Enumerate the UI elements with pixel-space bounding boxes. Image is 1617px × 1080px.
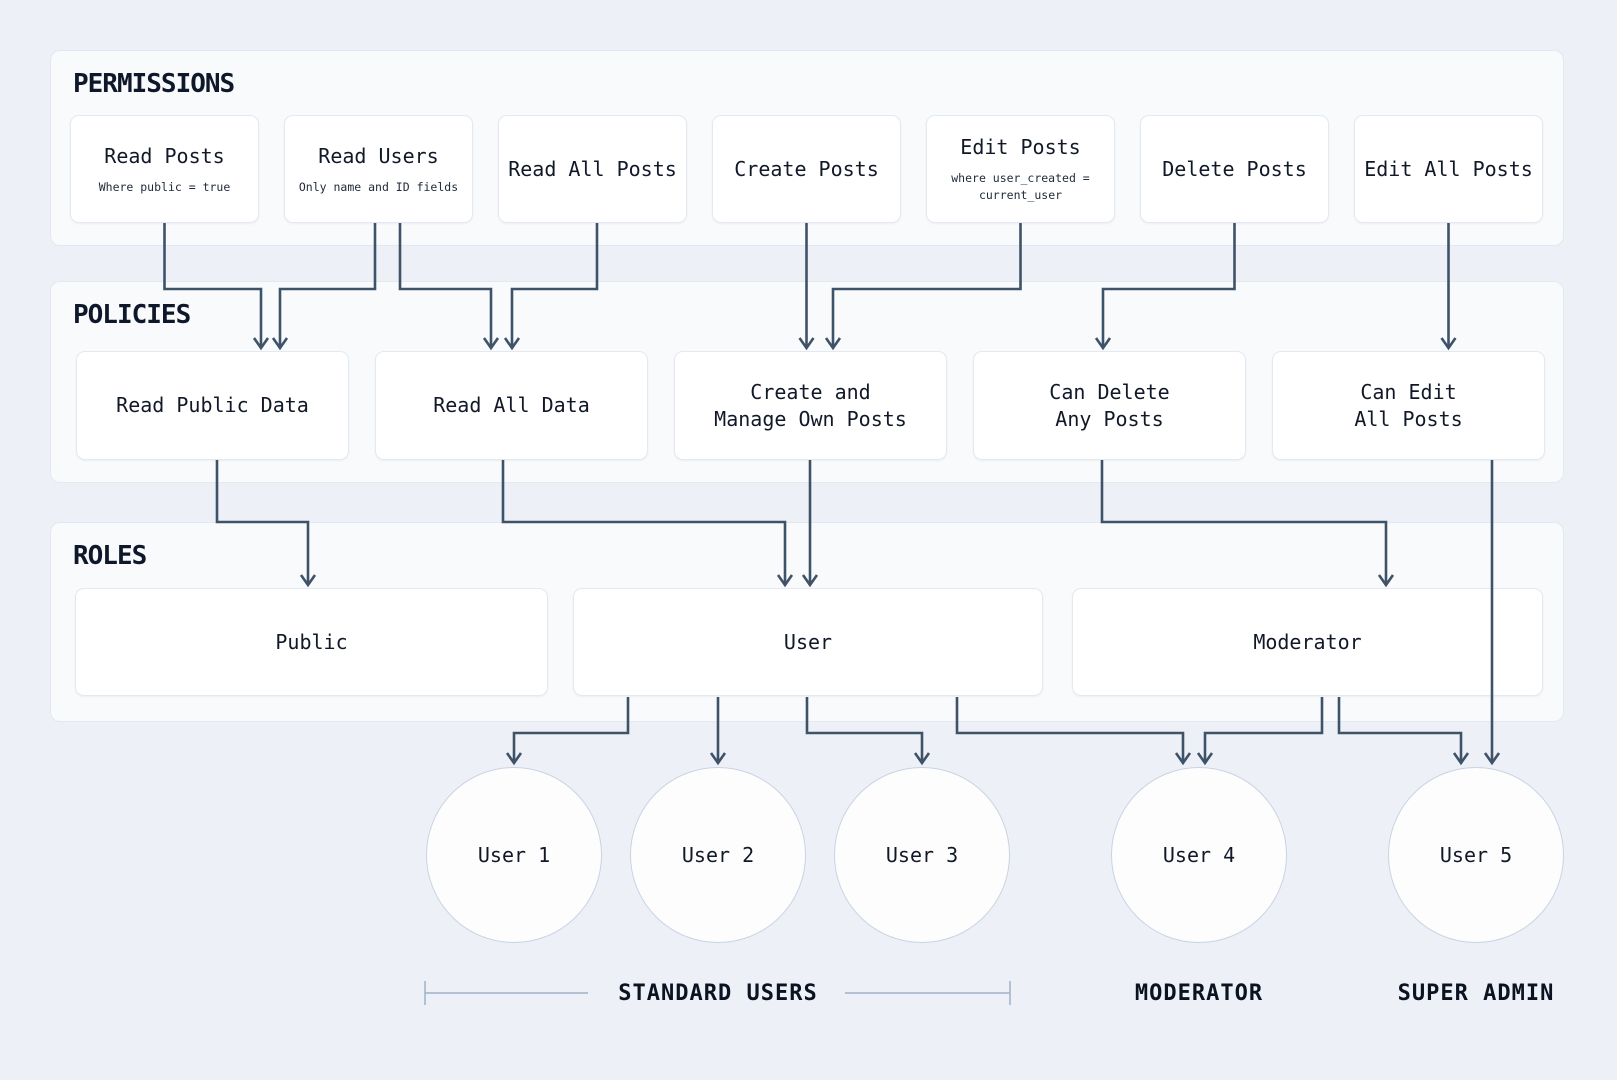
permission-node-edit-posts: Edit Posts where user_created = current_… [926, 115, 1115, 223]
policy-node-read-public-data: Read Public Data [76, 351, 349, 460]
permission-node-read-all-posts: Read All Posts [498, 115, 687, 223]
group-label-standard-users: STANDARD USERS [618, 981, 818, 1006]
user-circle-5: User 5 [1388, 767, 1564, 943]
permissions-title: PERMISSIONS [73, 69, 235, 99]
permission-node-edit-all-posts: Edit All Posts [1354, 115, 1543, 223]
node-label: Read Posts [104, 143, 225, 168]
node-label: Can Edit All Posts [1354, 379, 1463, 431]
policy-node-can-edit-all-posts: Can Edit All Posts [1272, 351, 1545, 460]
policy-node-read-all-data: Read All Data [375, 351, 648, 460]
node-label: User 5 [1439, 842, 1513, 867]
node-label: Read All Posts [508, 156, 677, 181]
roles-title: ROLES [73, 541, 147, 571]
user-circle-3: User 3 [834, 767, 1010, 943]
node-label: User 1 [477, 842, 551, 867]
user-circle-2: User 2 [630, 767, 806, 943]
node-label: Moderator [1253, 629, 1362, 654]
node-note: Where public = true [98, 179, 231, 194]
user-circle-1: User 1 [426, 767, 602, 943]
user-circle-4: User 4 [1111, 767, 1287, 943]
node-label: Read All Data [433, 393, 590, 417]
node-label: Edit All Posts [1364, 156, 1533, 181]
node-note: where user_created = current_user [951, 171, 1090, 202]
permission-node-read-users: Read Users Only name and ID fields [284, 115, 473, 223]
permission-node-delete-posts: Delete Posts [1140, 115, 1329, 223]
node-label: Edit Posts [960, 135, 1081, 159]
node-label: Public [275, 629, 348, 654]
permission-node-read-posts: Read Posts Where public = true [70, 115, 259, 223]
permission-node-create-posts: Create Posts [712, 115, 901, 223]
node-note: Only name and ID fields [298, 179, 459, 194]
node-label: Read Users [318, 143, 439, 168]
policies-title: POLICIES [73, 300, 191, 330]
node-label: Can Delete Any Posts [1049, 379, 1170, 431]
node-label: Delete Posts [1162, 156, 1307, 181]
node-label: User 3 [885, 842, 959, 867]
node-label: Create and Manage Own Posts [714, 379, 907, 431]
group-label-moderator: MODERATOR [1134, 981, 1264, 1006]
role-node-moderator: Moderator [1072, 588, 1543, 696]
group-label-super-admin: SUPER ADMIN [1397, 981, 1555, 1006]
policy-node-create-manage-own-posts: Create and Manage Own Posts [674, 351, 947, 460]
policy-node-can-delete-any-posts: Can Delete Any Posts [973, 351, 1246, 460]
role-node-public: Public [75, 588, 548, 696]
node-label: Read Public Data [116, 393, 309, 417]
node-label: User [783, 629, 833, 654]
node-label: Create Posts [734, 156, 879, 181]
role-node-user: User [573, 588, 1043, 696]
node-label: User 4 [1162, 842, 1236, 867]
node-label: User 2 [681, 842, 755, 867]
